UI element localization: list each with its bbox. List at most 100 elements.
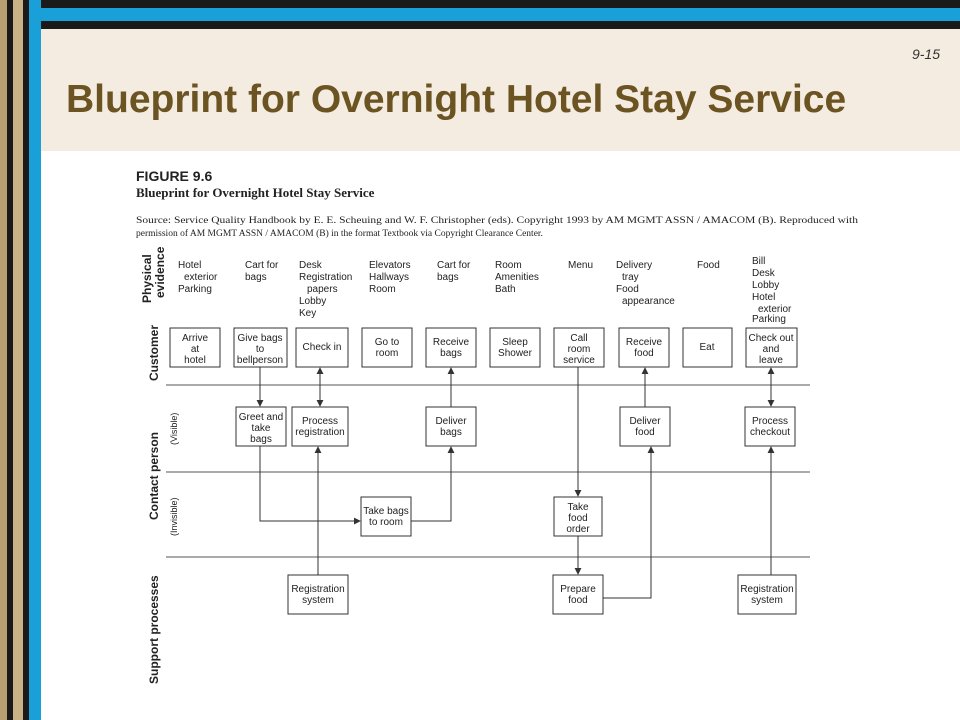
svg-text:exterior: exterior [758, 304, 792, 315]
box-prepare-food: Prepare food [552, 574, 604, 615]
box-take-bags-to-room: Take bags to room [360, 496, 412, 537]
evidence-cart-for-bags-1: Cart for bags [245, 260, 279, 283]
svg-text:to: to [256, 344, 265, 355]
svg-text:Cart for: Cart for [245, 260, 279, 271]
box-check-in: Check in [295, 327, 349, 368]
arrow-prepare-to-deliver-food [603, 446, 655, 599]
svg-text:Lobby: Lobby [752, 280, 779, 291]
svg-text:order: order [566, 524, 590, 535]
svg-text:take: take [252, 423, 271, 434]
box-process-checkout: Process checkout [744, 406, 796, 447]
svg-text:Go to: Go to [375, 337, 400, 348]
svg-text:to room: to room [369, 517, 403, 528]
svg-text:checkout: checkout [750, 427, 790, 438]
svg-text:Lobby: Lobby [299, 296, 326, 307]
svg-text:papers: papers [307, 284, 338, 295]
slide-title: Blueprint for Overnight Hotel Stay Servi… [66, 78, 847, 121]
box-sleep-shower: Sleep Shower [489, 327, 541, 368]
svg-text:Delivery: Delivery [616, 260, 652, 271]
figure-title: Blueprint for Overnight Hotel Stay Servi… [136, 185, 375, 200]
svg-text:bags: bags [440, 427, 462, 438]
svg-text:Desk: Desk [752, 268, 776, 279]
box-process-registration: Process registration [291, 406, 349, 447]
row-label-customer: Customer [147, 325, 161, 381]
svg-text:Food: Food [697, 260, 720, 271]
box-eat: Eat [682, 327, 733, 368]
row-label-invisible: (Invisible) [169, 497, 179, 536]
row-label-physical-evidence-2: evidence [153, 246, 167, 298]
svg-text:Registration: Registration [299, 272, 352, 283]
figure-source-line-1: Source: Service Quality Handbook by E. E… [136, 215, 858, 226]
svg-text:bellperson: bellperson [237, 355, 283, 366]
svg-text:Deliver: Deliver [629, 416, 661, 427]
svg-text:hotel: hotel [184, 355, 206, 366]
svg-text:Deliver: Deliver [435, 416, 467, 427]
left-blue-stripe [29, 0, 41, 720]
arrow-greet-to-take-bags [259, 446, 361, 525]
left-black-stripe [7, 0, 13, 720]
svg-text:Registration: Registration [740, 584, 793, 595]
svg-text:Room: Room [495, 260, 522, 271]
svg-text:service: service [563, 355, 595, 366]
box-receive-bags: Receive bags [425, 327, 477, 368]
svg-text:Check out: Check out [748, 333, 793, 344]
row-label-support-processes: Support processes [147, 575, 161, 684]
box-deliver-food: Deliver food [619, 406, 671, 447]
top-blue-bar [0, 8, 960, 21]
box-greet-and-take-bags: Greet and take bags [235, 406, 287, 447]
svg-text:tray: tray [622, 272, 639, 283]
svg-text:Sleep: Sleep [502, 337, 528, 348]
svg-text:Receive: Receive [433, 337, 470, 348]
left-tan-stripe-2 [13, 0, 23, 720]
figure-source-line-2: permission of AM MGMT ASSN / AMACOM (B) … [136, 228, 543, 239]
svg-text:Parking: Parking [752, 314, 786, 325]
svg-text:room: room [376, 348, 399, 359]
box-check-out-and-leave: Check out and leave [745, 327, 798, 368]
box-go-to-room: Go to room [361, 327, 413, 368]
title-band [0, 29, 960, 151]
svg-text:Greet and: Greet and [239, 412, 283, 423]
svg-text:room: room [568, 344, 591, 355]
svg-text:bags: bags [250, 434, 272, 445]
arrow-take-bags-to-deliver [411, 446, 455, 522]
svg-text:Cart for: Cart for [437, 260, 471, 271]
svg-text:Hotel: Hotel [752, 292, 775, 303]
evidence-desk: Desk Registration papers Lobby Key [299, 260, 352, 319]
svg-text:Shower: Shower [498, 348, 533, 359]
box-deliver-bags: Deliver bags [425, 406, 477, 447]
svg-text:Hallways: Hallways [369, 272, 409, 283]
svg-text:Food: Food [616, 284, 639, 295]
svg-text:Arrive: Arrive [182, 333, 209, 344]
svg-text:Eat: Eat [699, 342, 714, 353]
evidence-bill: Bill Desk Lobby Hotel exterior Parking [752, 256, 792, 325]
svg-text:appearance: appearance [622, 296, 675, 307]
slide-number: 9-15 [911, 46, 940, 62]
evidence-cart-for-bags-2: Cart for bags [437, 260, 471, 283]
svg-text:system: system [302, 595, 334, 606]
svg-text:Menu: Menu [568, 260, 593, 271]
svg-text:Key: Key [299, 308, 316, 319]
svg-text:Receive: Receive [626, 337, 663, 348]
svg-text:Bill: Bill [752, 256, 765, 267]
svg-text:bags: bags [440, 348, 462, 359]
svg-text:and: and [763, 344, 780, 355]
svg-text:exterior: exterior [184, 272, 218, 283]
left-tan-stripe [0, 0, 7, 720]
box-give-bags-to-bellperson: Give bags to bellperson [233, 327, 288, 368]
svg-text:bags: bags [437, 272, 459, 283]
svg-text:Take: Take [567, 502, 589, 513]
svg-text:Call: Call [570, 333, 587, 344]
figure-label: FIGURE 9.6 [136, 168, 212, 184]
box-call-room-service: Call room service [553, 327, 605, 368]
evidence-hotel-exterior: Hotel exterior Parking [178, 260, 218, 295]
svg-text:bags: bags [245, 272, 267, 283]
box-arrive-at-hotel: Arrive at hotel [169, 327, 221, 368]
box-registration-system-1: Registration system [287, 574, 349, 615]
svg-text:Prepare: Prepare [560, 584, 596, 595]
svg-text:food: food [635, 427, 654, 438]
svg-text:leave: leave [759, 355, 783, 366]
svg-text:food: food [568, 513, 587, 524]
svg-text:Bath: Bath [495, 284, 516, 295]
box-take-food-order: Take food order [553, 496, 603, 537]
